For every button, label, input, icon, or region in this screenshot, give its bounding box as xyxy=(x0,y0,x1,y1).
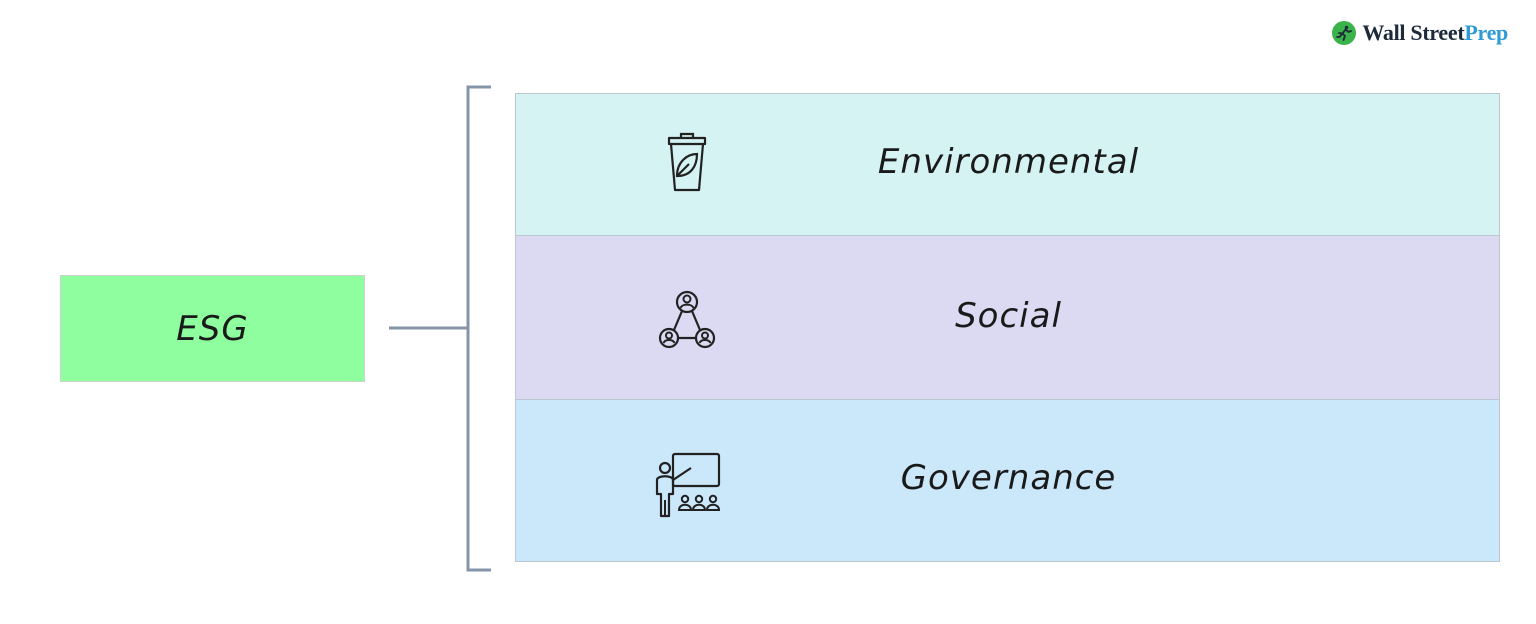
runner-icon xyxy=(1332,21,1357,45)
people-network-icon xyxy=(658,290,716,349)
pillar-label-environmental: Environmental xyxy=(877,142,1140,182)
recycle-bin-leaf-icon xyxy=(667,132,707,192)
logo-text-prep: Prep xyxy=(1464,20,1508,45)
logo-wordmark: Wall StreetPrep xyxy=(1362,20,1508,46)
esg-root-label: ESG xyxy=(176,308,249,349)
pillar-label-social: Social xyxy=(955,296,1062,336)
esg-pillars: Environmental Social xyxy=(515,93,1500,562)
pillar-social: Social xyxy=(516,236,1499,400)
logo-text-wall: Wall Street xyxy=(1362,20,1465,45)
wall-street-prep-logo: Wall StreetPrep xyxy=(1332,20,1508,46)
pillar-environmental: Environmental xyxy=(516,94,1499,236)
pillar-label-governance: Governance xyxy=(900,458,1117,498)
pillar-governance: Governance xyxy=(516,400,1499,561)
esg-root-node: ESG xyxy=(60,275,365,382)
presentation-board-icon xyxy=(655,452,721,518)
curly-bracket xyxy=(466,85,491,572)
